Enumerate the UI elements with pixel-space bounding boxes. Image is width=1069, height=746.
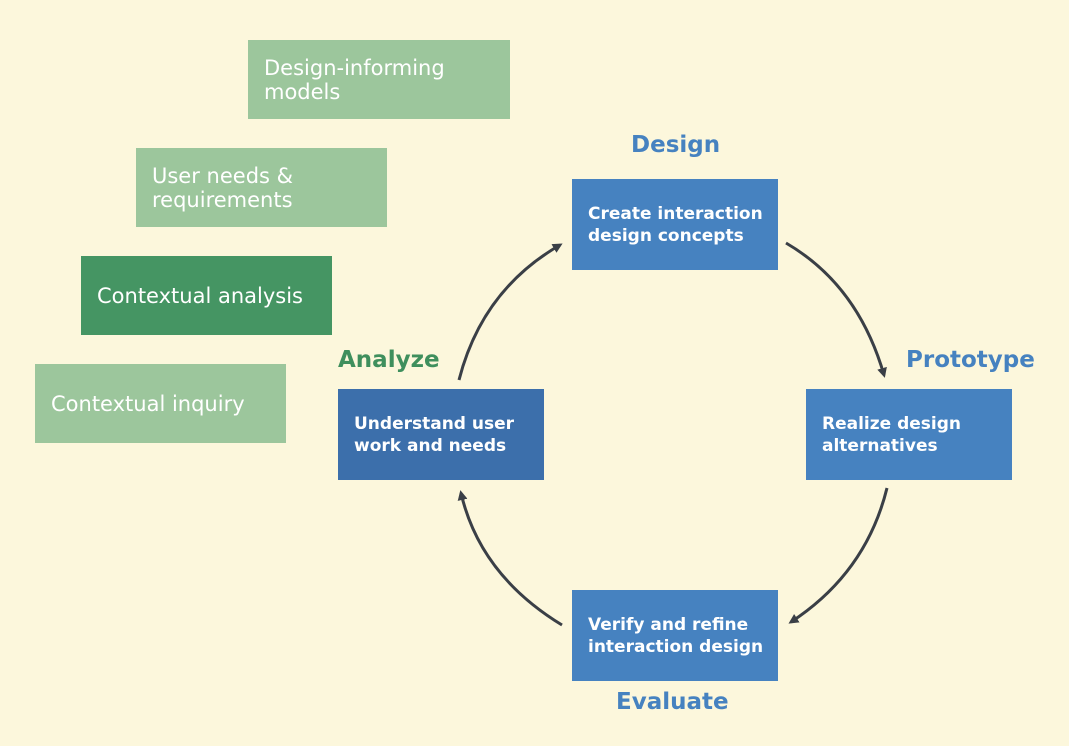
prototype-phase-label: Prototype <box>906 347 1035 373</box>
design-box-text: Create interaction design concepts <box>588 203 763 246</box>
prototype-box-text: Realize design alternatives <box>822 413 962 456</box>
design-box: Create interaction design concepts <box>572 179 778 270</box>
arrow-design-to-prototype <box>785 241 887 378</box>
arrow-prototype-to-evaluate <box>788 487 889 624</box>
design-informing-models-box: Design-informing models <box>248 40 510 119</box>
contextual-analysis-label: Contextual analysis <box>97 283 303 308</box>
design-informing-models-label: Design-informing models <box>264 55 445 104</box>
user-needs-box: User needs & requirements <box>136 148 387 227</box>
arrow-analyze-to-design <box>457 243 563 381</box>
analyze-phase-label: Analyze <box>338 347 440 373</box>
prototype-box: Realize design alternatives <box>806 389 1012 480</box>
contextual-inquiry-label: Contextual inquiry <box>51 391 245 416</box>
design-phase-label: Design <box>631 132 721 158</box>
contextual-analysis-box: Contextual analysis <box>81 256 332 335</box>
analyze-box-text: Understand user work and needs <box>354 413 515 456</box>
evaluate-box-text: Verify and refine interaction design <box>588 614 764 657</box>
analyze-box: Understand user work and needs <box>338 389 544 480</box>
evaluate-box: Verify and refine interaction design <box>572 590 778 681</box>
user-needs-label: User needs & requirements <box>152 163 294 212</box>
evaluate-phase-label: Evaluate <box>616 689 729 715</box>
arrow-evaluate-to-analyze <box>457 490 563 627</box>
contextual-inquiry-box: Contextual inquiry <box>35 364 286 443</box>
